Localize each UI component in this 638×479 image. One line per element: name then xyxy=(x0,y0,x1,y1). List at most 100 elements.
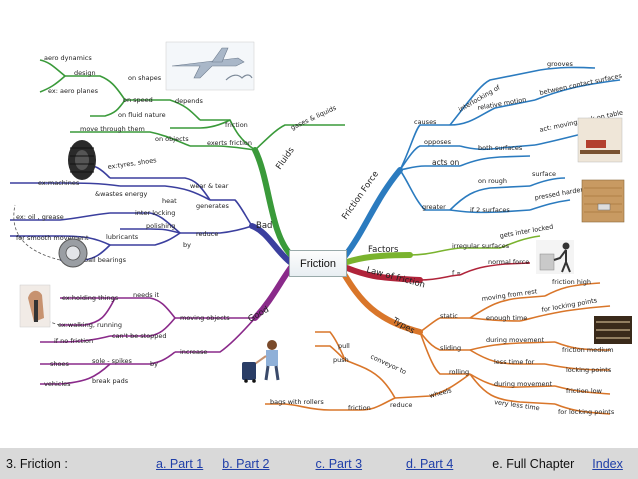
node-by-bad: by xyxy=(183,241,191,249)
node-grooves: grooves xyxy=(547,60,573,68)
node-cant-be-stopped: can't be stopped xyxy=(112,332,167,340)
node-friction-low: friction low xyxy=(566,387,603,395)
link-part-1[interactable]: a. Part 1 xyxy=(156,456,204,471)
node-both-surfaces: both surfaces xyxy=(478,144,523,152)
node-lubricants: lubricants xyxy=(106,233,139,241)
node-if-2-surfaces: if 2 surfaces xyxy=(470,206,510,214)
node-friction-fluid: friction xyxy=(225,121,248,129)
branch-good-label: Good xyxy=(247,305,271,325)
node-causes: causes xyxy=(414,118,437,126)
node-push: push xyxy=(333,356,349,364)
node-gets-inter-locked: gets inter locked xyxy=(499,223,554,240)
node-friction-medium: friction medium xyxy=(562,346,614,354)
node-by-good: by xyxy=(150,360,158,368)
fluids-trunk xyxy=(252,147,295,259)
branch-factors-label: Factors xyxy=(368,245,399,255)
bad-trunk xyxy=(249,223,293,265)
node-static: static xyxy=(440,312,458,320)
node-reduce-bad: reduce xyxy=(196,230,218,238)
node-acts-on: acts on xyxy=(432,158,460,167)
node-sliding: sliding xyxy=(440,344,461,352)
node-between-contact: between contact surfaces xyxy=(539,72,623,97)
node-on-rough: on rough xyxy=(478,177,507,185)
footer-nav-bar: 3. Friction : a. Part 1 b. Part 2 c. Par… xyxy=(0,448,638,479)
branch-bad-label: Bad xyxy=(256,221,272,231)
node-reduce-types: reduce xyxy=(390,401,412,409)
node-locking-points: locking points xyxy=(566,366,612,374)
node-irregular-surfaces: irregular surfaces xyxy=(452,242,510,250)
node-if-no-friction: if no friction xyxy=(54,337,93,345)
airplane-icon xyxy=(165,41,255,91)
node-wastes-energy: &wastes energy xyxy=(95,190,148,198)
node-wheels: wheels xyxy=(428,386,453,400)
node-conveyor-to: conveyor to xyxy=(369,353,407,377)
footer-full-chapter: e. Full Chapter xyxy=(492,456,575,471)
node-ex-holding: ex:holding things xyxy=(62,294,119,302)
node-ex-oil-grease: ex: oil , grease xyxy=(16,213,64,221)
node-enough-time: enough time xyxy=(486,314,527,322)
node-for-locking-points-2: for locking points xyxy=(558,408,615,416)
node-ex-machines: ex:machines xyxy=(38,179,80,187)
link-part-3[interactable]: c. Part 3 xyxy=(315,456,363,471)
node-very-less-time: very less time xyxy=(494,398,540,412)
branch-types-label: Types xyxy=(390,315,417,336)
node-surface: surface xyxy=(532,170,556,178)
node-friction-high: friction high xyxy=(552,278,591,286)
wood-surface-icon xyxy=(581,179,625,223)
node-heat: heat xyxy=(162,197,177,205)
node-rolling: rolling xyxy=(449,368,469,376)
node-during-movement-1: during movement xyxy=(486,336,545,344)
node-gases-liquids: gases & liquids xyxy=(289,103,338,131)
node-move-through-them: move through them xyxy=(80,125,145,133)
center-node-friction: Friction xyxy=(289,250,347,277)
node-wear-tear: wear & tear xyxy=(190,182,229,190)
person-pushing-box-icon xyxy=(536,240,574,274)
tyre-icon xyxy=(68,140,96,180)
node-moving-objects: moving objects xyxy=(180,314,230,322)
branch-friction-force-label: Friction Force xyxy=(340,169,381,221)
node-ex-aero-planes: ex: aero planes xyxy=(48,87,99,95)
node-exerts-friction: exerts friction xyxy=(207,139,252,147)
ball-bearing-icon xyxy=(58,238,88,268)
law-trunk xyxy=(344,265,423,283)
node-increase: increase xyxy=(180,348,207,356)
node-ex-tyres-shoes: ex:tyres, shoes xyxy=(107,156,157,171)
node-moving-from-rest: moving from rest xyxy=(481,287,538,303)
link-index[interactable]: Index xyxy=(592,456,623,471)
node-for-locking-points-1: for locking points xyxy=(541,296,598,314)
node-inter-locking: inter locking xyxy=(135,209,175,217)
child-pulling-bag-icon xyxy=(242,340,280,383)
node-pull: pull xyxy=(338,342,350,350)
node-shoes: shoes xyxy=(50,360,69,368)
node-aero-dynamics: aero dynamics xyxy=(44,54,92,62)
friction-force-trunk xyxy=(342,167,403,259)
node-friction-types: friction xyxy=(348,404,371,412)
good-trunk xyxy=(252,263,295,321)
node-design: design xyxy=(74,69,96,77)
node-break-pads: break pads xyxy=(92,377,129,385)
link-part-4[interactable]: d. Part 4 xyxy=(406,456,454,471)
node-on-fluid-nature: on fluid nature xyxy=(118,111,166,119)
node-pressed-harder: pressed harder xyxy=(534,186,584,202)
node-smooth-movement: for smooth movement xyxy=(16,234,89,242)
book-on-table-icon xyxy=(577,117,623,163)
node-normal-force: normal force xyxy=(488,258,529,266)
hand-grip-icon xyxy=(19,284,51,328)
bird-icon xyxy=(225,74,253,81)
node-on-speed: on speed xyxy=(123,96,153,104)
node-greater: greater xyxy=(422,203,446,211)
node-f-prop: f ∝ xyxy=(452,269,461,277)
footer-title: 3. Friction : xyxy=(6,456,68,471)
node-vehicles: vehicles xyxy=(44,380,71,388)
types-trunk xyxy=(341,271,423,335)
node-generates: generates xyxy=(196,202,229,210)
node-polishing: polishing xyxy=(146,222,175,230)
factors-trunk xyxy=(344,252,413,265)
node-on-objects: on objects xyxy=(155,135,189,143)
node-opposes: opposes xyxy=(424,138,452,146)
branch-fluids-label: Fluids xyxy=(274,145,297,172)
node-needs-it: needs it xyxy=(133,291,160,299)
link-part-2[interactable]: b. Part 2 xyxy=(222,456,270,471)
mind-map: aero dynamics design on shapes ex: aero … xyxy=(10,41,632,416)
